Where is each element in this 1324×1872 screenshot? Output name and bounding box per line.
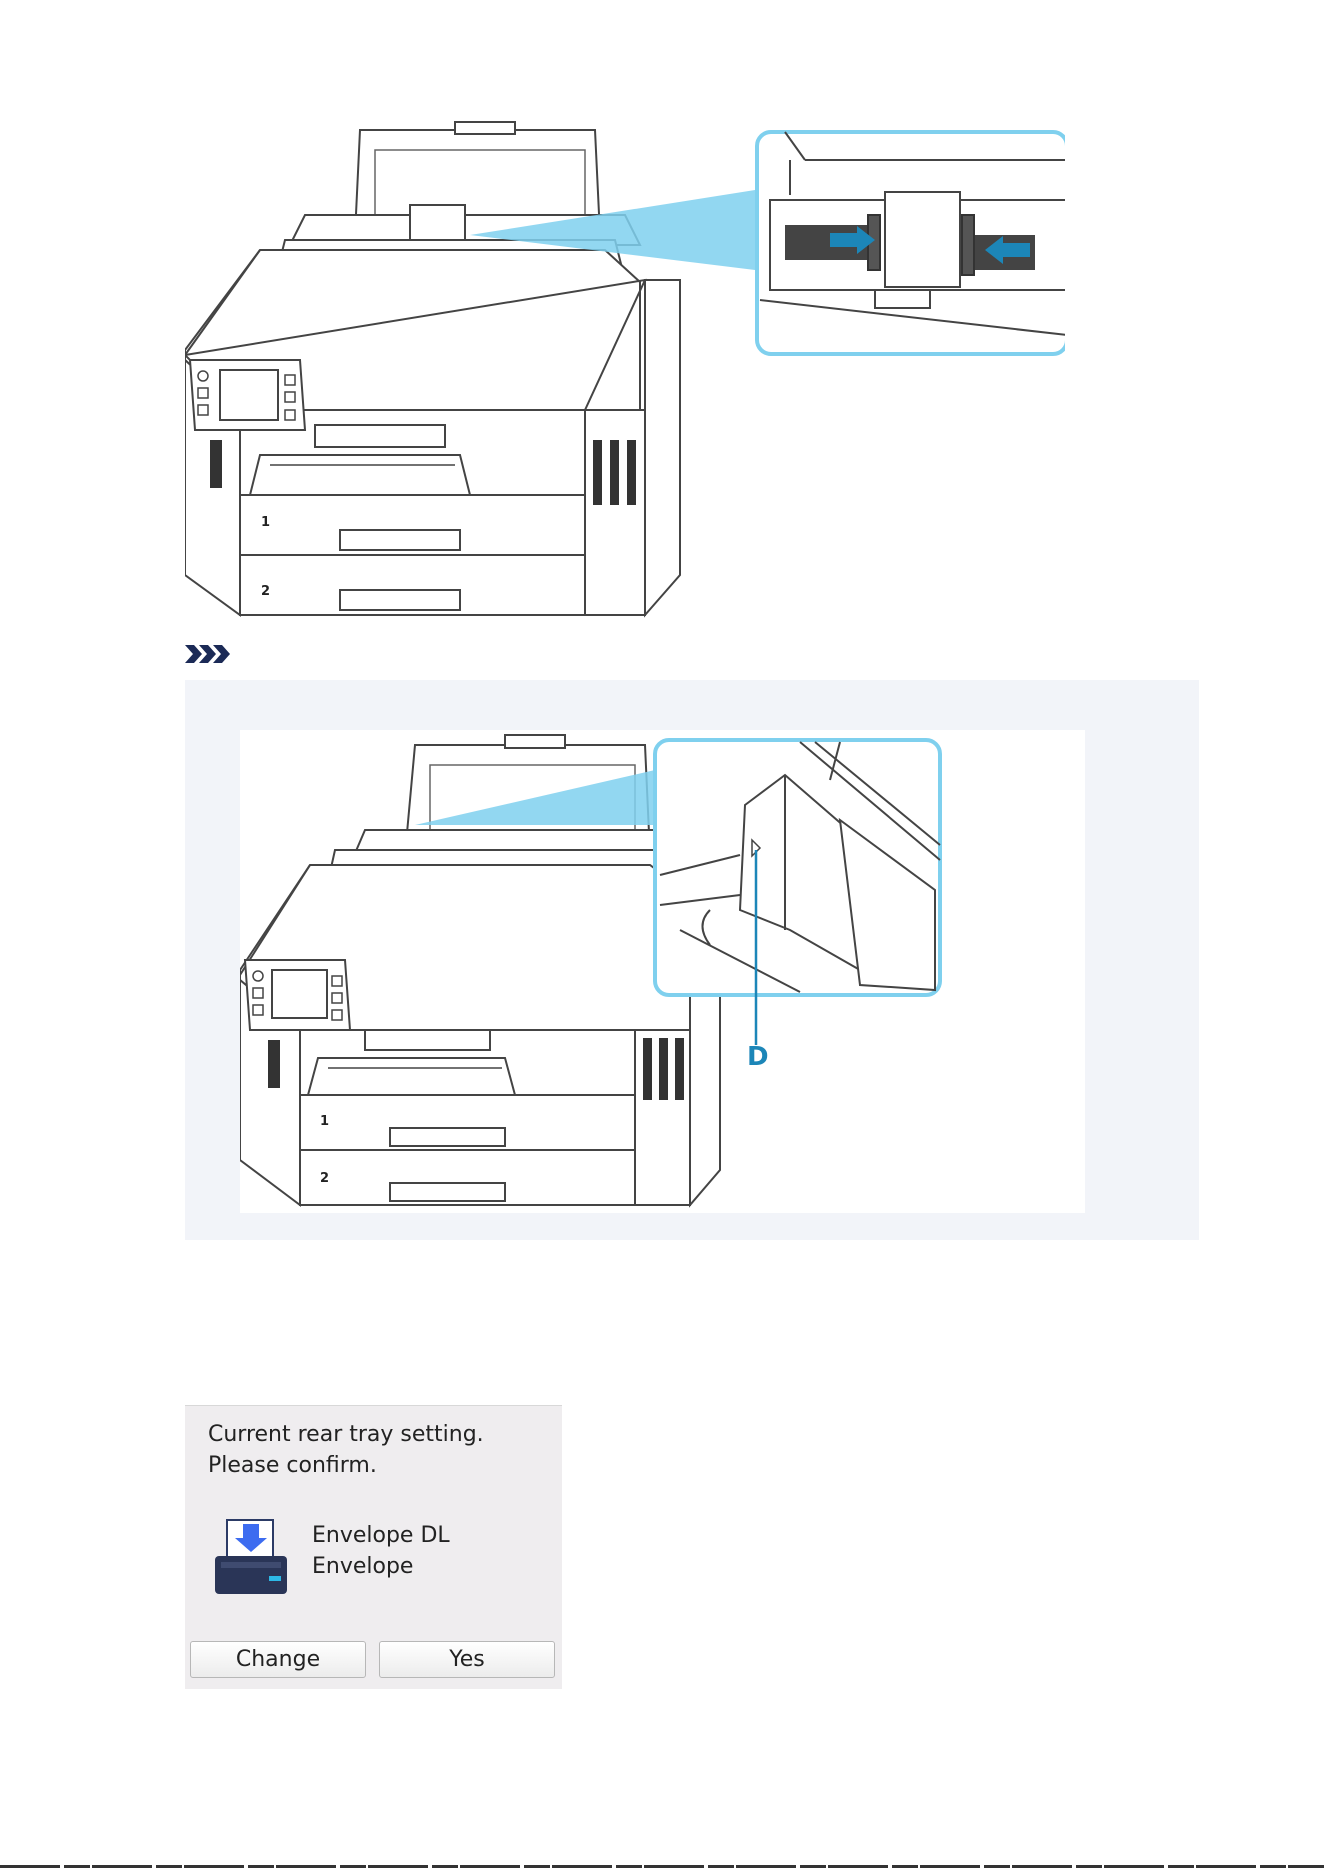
lcd-message-line1: Current rear tray setting. <box>208 1419 484 1450</box>
printer-illustration-top: 1 2 <box>185 120 1065 620</box>
page-footer-divider <box>0 1865 1324 1868</box>
lcd-paper-size: Envelope DL <box>312 1520 450 1551</box>
rear-tray-envelope-icon <box>213 1518 289 1596</box>
cassette-2-label: 2 <box>261 584 270 599</box>
printer-illustration-note: 1 2 D <box>240 730 1085 1213</box>
callout-d-label: D <box>747 1042 769 1072</box>
note-chevrons-icon <box>185 645 235 663</box>
change-button[interactable]: Change <box>190 1641 366 1678</box>
note-cassette-1-label: 1 <box>320 1114 329 1129</box>
lcd-media-type: Envelope <box>312 1551 413 1582</box>
note-cassette-2-label: 2 <box>320 1171 329 1186</box>
lcd-message-line2: Please confirm. <box>208 1450 377 1481</box>
yes-button[interactable]: Yes <box>379 1641 555 1678</box>
lcd-confirm-screen: Current rear tray setting. Please confir… <box>185 1405 562 1689</box>
cassette-1-label: 1 <box>261 515 270 530</box>
